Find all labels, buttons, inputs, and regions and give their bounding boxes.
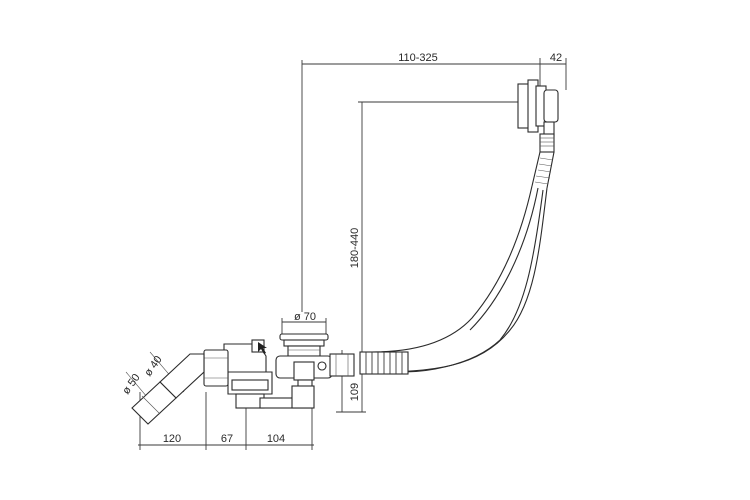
overflow-hose xyxy=(371,185,548,373)
dimension-lines xyxy=(125,58,567,450)
cursor-icon xyxy=(258,342,267,354)
dim-pipe-outer-diameter: ø 40 xyxy=(142,354,164,379)
dim-horizontal-reach: 110-325 xyxy=(398,52,438,64)
drain-corrugated-hose xyxy=(359,351,409,375)
dim-pipe-inner-diameter: ø 50 xyxy=(120,372,142,397)
trap xyxy=(223,339,315,409)
dim-trap-width: 104 xyxy=(267,433,285,445)
dim-drain-diameter: ø 70 xyxy=(294,311,316,323)
drain-assembly xyxy=(275,333,355,397)
dim-trap-height: 109 xyxy=(349,383,361,401)
overflow-corrugated-hose xyxy=(531,151,555,189)
overflow-head xyxy=(517,79,559,153)
dim-outlet-length: 120 xyxy=(163,433,181,445)
outlet-pipe xyxy=(131,349,229,425)
dim-vertical-reach: 180-440 xyxy=(349,228,361,268)
dim-trap-offset: 67 xyxy=(221,433,233,445)
dim-overflow-depth: 42 xyxy=(550,52,562,64)
